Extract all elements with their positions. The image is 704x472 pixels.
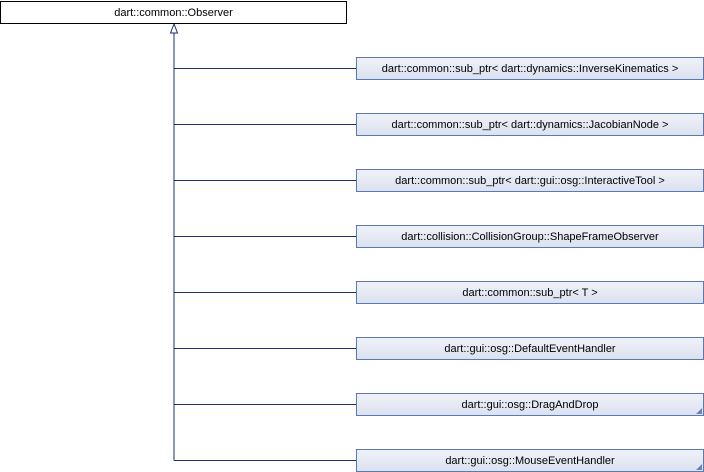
class-node-label: dart::common::sub_ptr< dart::gui::osg::I… xyxy=(395,174,665,187)
class-node[interactable]: dart::common::sub_ptr< T > xyxy=(356,281,704,304)
class-node[interactable]: dart::gui::osg::MouseEventHandler xyxy=(356,449,704,472)
class-node-label: dart::common::Observer xyxy=(114,6,233,19)
class-node-label: dart::gui::osg::DefaultEventHandler xyxy=(444,342,616,355)
class-node[interactable]: dart::common::sub_ptr< dart::dynamics::I… xyxy=(356,57,704,80)
class-node-label: dart::collision::CollisionGroup::ShapeFr… xyxy=(401,230,659,243)
class-node-label: dart::gui::osg::MouseEventHandler xyxy=(445,454,615,467)
inheritance-arrowhead xyxy=(169,22,179,34)
more-subclasses-corner-icon xyxy=(696,464,702,470)
class-node[interactable]: dart::collision::CollisionGroup::ShapeFr… xyxy=(356,225,704,248)
class-node-label: dart::common::sub_ptr< dart::dynamics::J… xyxy=(391,118,669,131)
more-subclasses-corner-icon xyxy=(696,408,702,414)
class-node[interactable]: dart::gui::osg::DefaultEventHandler xyxy=(356,337,704,360)
class-node[interactable]: dart::gui::osg::DragAndDrop xyxy=(356,393,704,416)
class-node[interactable]: dart::common::sub_ptr< dart::gui::osg::I… xyxy=(356,169,704,192)
class-node[interactable]: dart::common::sub_ptr< dart::dynamics::J… xyxy=(356,113,704,136)
class-node-label: dart::common::sub_ptr< T > xyxy=(462,286,598,299)
class-node-observer[interactable]: dart::common::Observer xyxy=(0,1,347,24)
class-node-label: dart::gui::osg::DragAndDrop xyxy=(461,398,599,411)
class-node-label: dart::common::sub_ptr< dart::dynamics::I… xyxy=(381,62,679,75)
